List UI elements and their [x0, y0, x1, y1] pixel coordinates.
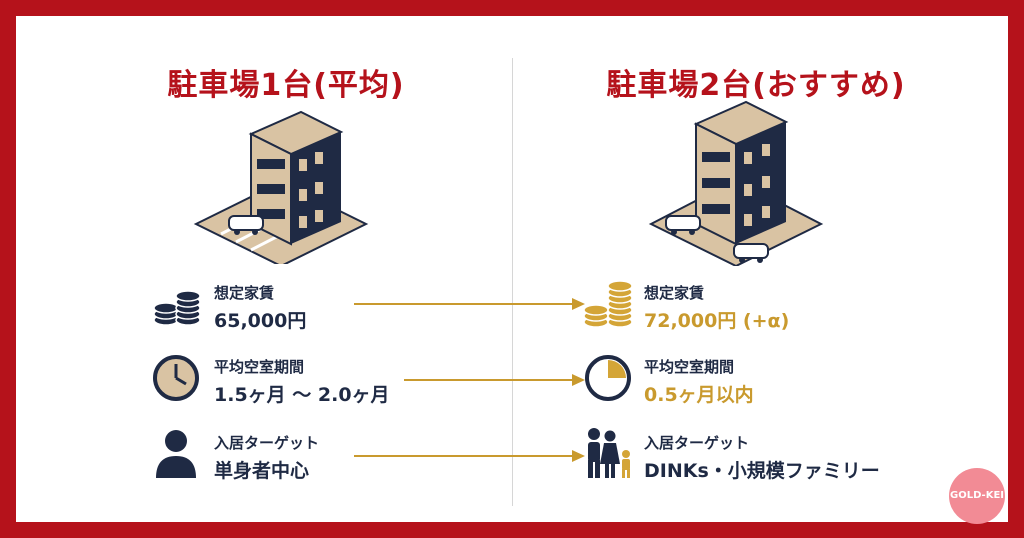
left-title: 駐車場1台(平均): [167, 68, 405, 103]
left-target-label: 入居ターゲット: [214, 434, 320, 452]
left-vacancy-value: 1.5ヶ月 〜 2.0ヶ月: [214, 384, 390, 406]
person-icon: [156, 430, 196, 478]
arrow-icon: [354, 298, 585, 310]
coins-icon: [583, 280, 633, 328]
coins-icon: [153, 290, 201, 326]
clock-icon: [153, 355, 199, 401]
building-icon: [193, 110, 369, 264]
right-vacancy-value: 0.5ヶ月以内: [644, 384, 754, 406]
left-vacancy-label: 平均空室期間: [214, 358, 305, 376]
right-rent-label: 想定家賃: [644, 284, 705, 302]
left-rent-value: 65,000円: [214, 310, 307, 332]
left-target-value: 単身者中心: [214, 460, 310, 482]
family-icon: [588, 428, 630, 478]
clock-icon: [585, 355, 631, 401]
brand-badge: GOLD-KEI: [949, 468, 1005, 524]
building-icon: [648, 100, 824, 266]
right-rent-value: 72,000円 (+α): [644, 310, 790, 332]
center-divider: [512, 58, 513, 506]
arrow-icon: [354, 450, 585, 462]
right-target-value: DINKs・小規模ファミリー: [644, 460, 880, 482]
right-vacancy-label: 平均空室期間: [644, 358, 735, 376]
infographic-card: 駐車場1台(平均) 駐車場2台(おすすめ): [16, 16, 1008, 522]
arrow-icon: [404, 374, 585, 386]
left-rent-label: 想定家賃: [214, 284, 275, 302]
right-title: 駐車場2台(おすすめ): [606, 68, 906, 103]
right-target-label: 入居ターゲット: [644, 434, 750, 452]
